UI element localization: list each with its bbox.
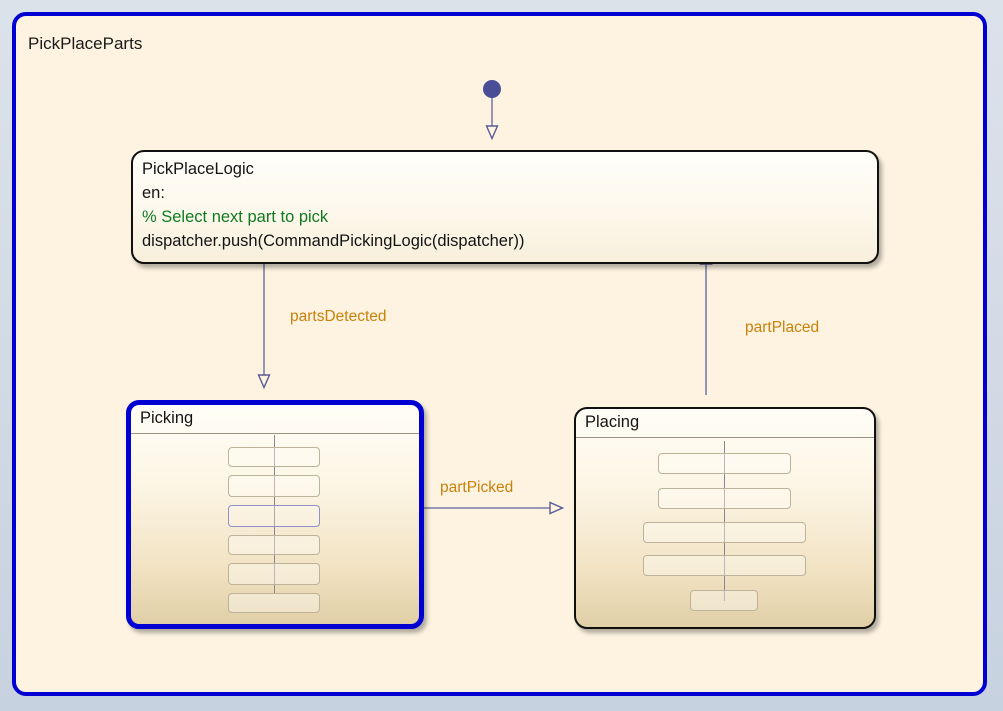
substate-mini-5[interactable]: [228, 563, 320, 585]
transition-partPlaced: [699, 249, 713, 395]
state-placing-subchart: [576, 409, 874, 627]
chart-title: PickPlaceParts: [28, 34, 143, 53]
state-picking-divider: [131, 433, 419, 434]
state-picking-label: Picking: [140, 409, 194, 427]
state-pickplacelogic-action: dispatcher.push(CommandPickingLogic(disp…: [142, 232, 525, 250]
transition-label-partsDetected[interactable]: partsDetected: [290, 308, 387, 325]
substate-mini-5[interactable]: [690, 590, 758, 611]
state-placing-label: Placing: [585, 413, 640, 431]
state-pickplacelogic-name: PickPlaceLogic: [142, 160, 254, 178]
substate-mini-1[interactable]: [228, 447, 320, 467]
substate-mini-4[interactable]: [643, 555, 806, 576]
default-junction-dot[interactable]: [483, 80, 501, 98]
state-pickplacelogic[interactable]: PickPlaceLogic en: % Select next part to…: [131, 150, 879, 264]
substate-mini-1[interactable]: [658, 453, 791, 474]
partsDetected-arrowhead: [257, 374, 271, 390]
default-transition: [483, 80, 501, 141]
chart-root-frame[interactable]: PickPlaceParts: [12, 12, 987, 696]
state-pickplacelogic-comment: % Select next part to pick: [142, 208, 329, 226]
state-placing-divider: [576, 437, 874, 438]
transition-label-partPicked[interactable]: partPicked: [440, 479, 514, 496]
state-pickplacelogic-entry-keyword: en:: [142, 184, 165, 202]
substate-mini-3[interactable]: [643, 522, 806, 543]
subchart-spine: [274, 435, 275, 593]
substate-mini-3-selected[interactable]: [228, 505, 320, 527]
transition-partsDetected: [257, 252, 271, 390]
substate-mini-2[interactable]: [658, 488, 791, 509]
substate-mini-2[interactable]: [228, 475, 320, 497]
state-placing[interactable]: Placing: [574, 407, 876, 629]
substate-mini-4[interactable]: [228, 535, 320, 555]
state-pickplacelogic-body: PickPlaceLogic en: % Select next part to…: [142, 157, 869, 253]
default-transition-arrowhead: [485, 125, 499, 141]
substate-mini-6[interactable]: [228, 593, 320, 613]
state-picking[interactable]: Picking: [126, 400, 424, 629]
subchart-spine: [724, 441, 725, 601]
transition-label-partPlaced[interactable]: partPlaced: [745, 319, 820, 336]
partPicked-arrowhead: [549, 501, 565, 515]
state-picking-subchart: [131, 405, 419, 624]
